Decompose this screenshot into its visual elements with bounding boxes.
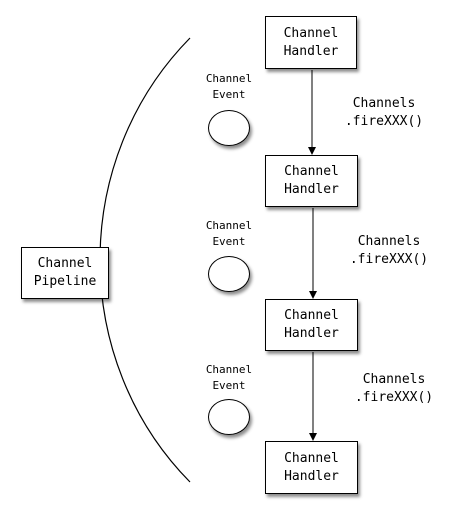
channel-event-label-3: Channel Event <box>194 362 264 394</box>
pipeline-brace-curve <box>99 37 191 483</box>
channel-event-3-line2: Event <box>212 379 246 392</box>
channel-handler-box-2: Channel Handler <box>265 155 358 207</box>
channel-event-3-line1: Channel <box>205 363 253 376</box>
fire-call-label-2: Channels .fireXXX() <box>334 233 444 269</box>
channel-handler-4-line2: Handler <box>284 468 339 484</box>
channel-handler-3-line1: Channel <box>284 308 339 323</box>
fire-call-2-line2: .fireXXX() <box>349 252 429 267</box>
channel-handler-1-line2: Handler <box>283 43 339 59</box>
channel-event-1-line1: Channel <box>205 72 253 85</box>
channel-event-circle-3 <box>208 399 250 435</box>
fire-call-3-line2: .fireXXX() <box>354 390 434 405</box>
channel-event-circle-1 <box>208 110 250 146</box>
channel-event-circle-2 <box>208 256 250 292</box>
channel-event-2-line1: Channel <box>205 219 253 232</box>
channel-pipeline-line1: Channel <box>37 256 93 271</box>
fire-call-1-line1: Channels <box>352 96 416 111</box>
channel-pipeline-line2: Pipeline <box>33 274 97 289</box>
channel-handler-2-line2: Handler <box>284 182 339 197</box>
fire-call-2-line1: Channels <box>357 234 421 249</box>
channel-handler-3-line2: Handler <box>284 326 339 341</box>
channel-handler-1-line1: Channel <box>283 25 339 41</box>
channel-event-1-line2: Event <box>212 88 246 101</box>
fire-call-1-line2: .fireXXX() <box>344 114 424 129</box>
channel-event-label-2: Channel Event <box>194 218 264 250</box>
channel-handler-box-1: Channel Handler <box>265 16 357 69</box>
channel-event-label-1: Channel Event <box>194 71 264 103</box>
channel-pipeline-box: Channel Pipeline <box>21 247 109 299</box>
channel-event-2-line2: Event <box>212 235 246 248</box>
fire-call-3-line1: Channels <box>362 372 426 387</box>
channel-handler-box-3: Channel Handler <box>265 299 358 351</box>
fire-call-label-3: Channels .fireXXX() <box>339 371 449 407</box>
channel-handler-2-line1: Channel <box>284 164 339 179</box>
fire-call-label-1: Channels .fireXXX() <box>329 95 439 131</box>
channel-handler-box-4: Channel Handler <box>265 441 358 494</box>
channel-handler-4-line1: Channel <box>284 450 339 466</box>
